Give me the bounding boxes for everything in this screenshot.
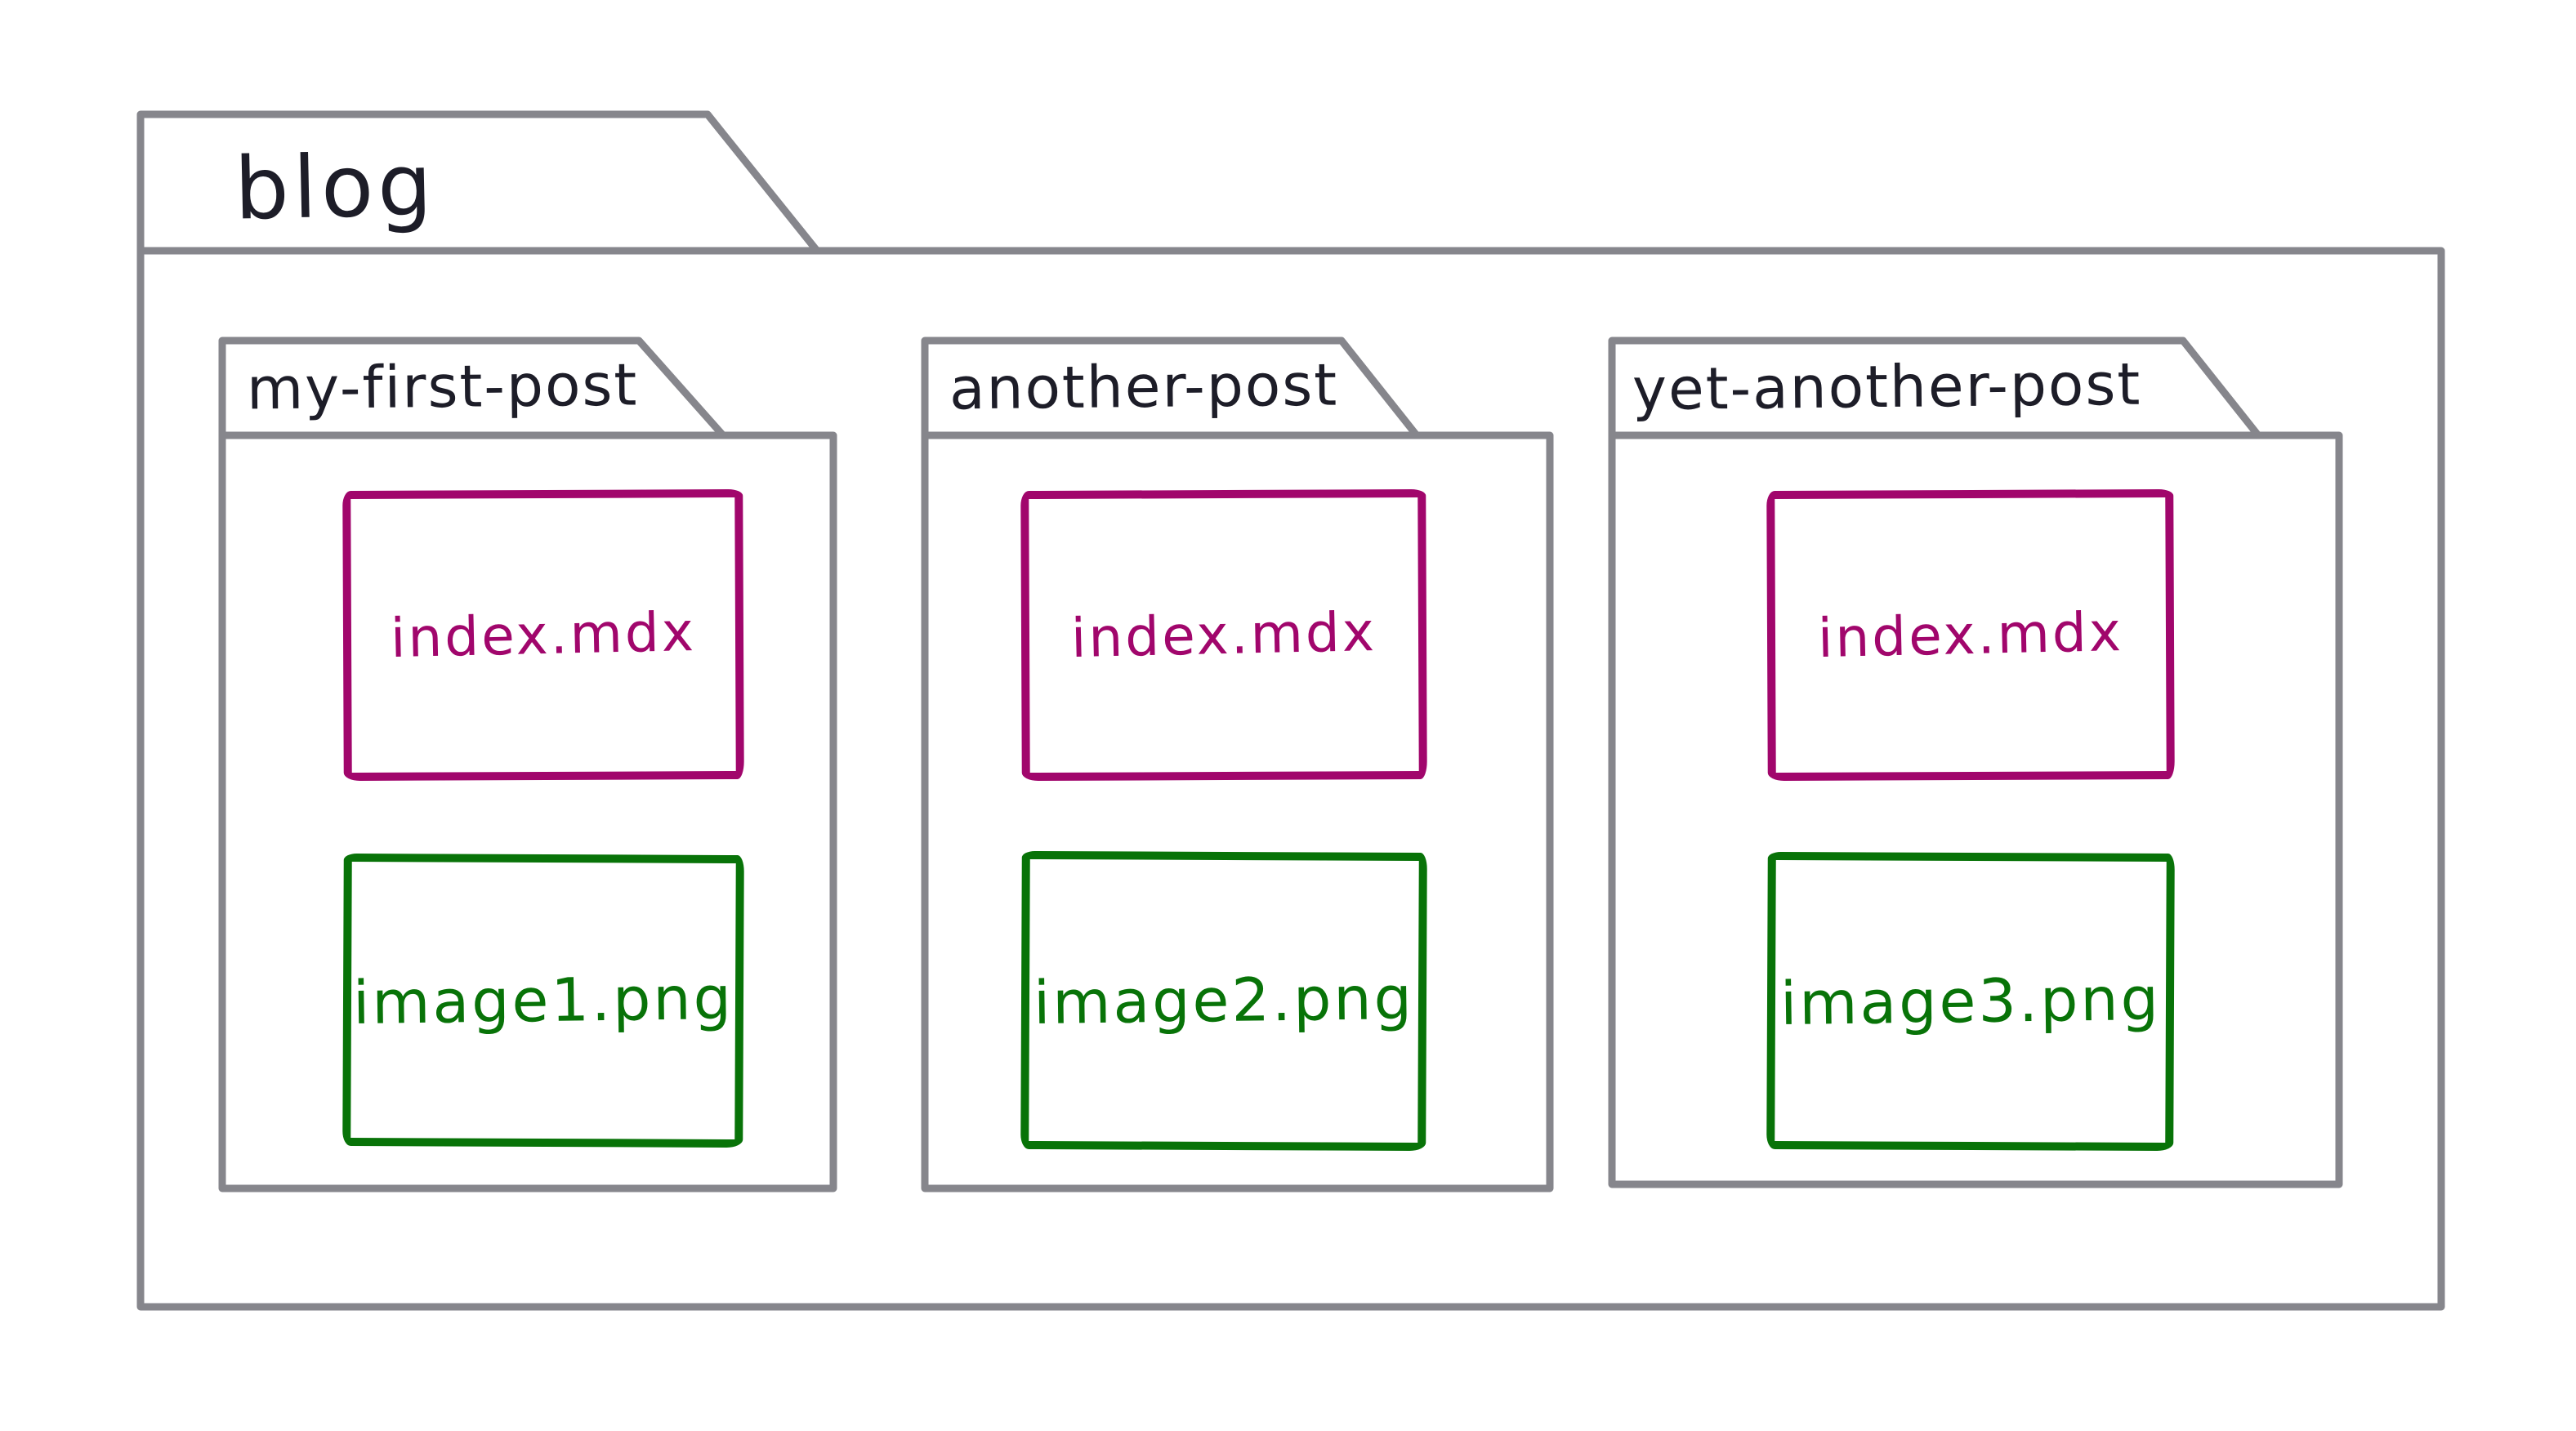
file-label: index.mdx bbox=[1817, 600, 2124, 671]
file-box-mdx: index.mdx bbox=[1020, 488, 1427, 782]
my-first-post-folder-tab bbox=[218, 337, 727, 439]
blog-folder-body bbox=[136, 247, 2445, 1311]
file-box-mdx: index.mdx bbox=[1766, 488, 2175, 782]
file-box-png: image3.png bbox=[1766, 851, 2175, 1152]
file-label: image3.png bbox=[1779, 964, 2162, 1039]
my-first-post-folder-body bbox=[218, 431, 837, 1192]
file-box-png: image1.png bbox=[342, 853, 744, 1148]
file-label: index.mdx bbox=[390, 600, 697, 671]
blog-folder-tab bbox=[136, 110, 821, 255]
folder-label-my-first-post: my-first-post bbox=[246, 350, 639, 423]
root-folder-label: blog bbox=[233, 135, 437, 239]
another-post-folder-tab bbox=[921, 337, 1421, 439]
file-box-mdx: index.mdx bbox=[342, 488, 744, 782]
yet-another-post-folder-tab bbox=[1608, 337, 2262, 439]
file-label: index.mdx bbox=[1070, 600, 1377, 671]
file-label: image2.png bbox=[1033, 963, 1415, 1039]
another-post-folder-body bbox=[921, 431, 1554, 1192]
folder-label-another-post: another-post bbox=[949, 350, 1339, 423]
file-label: image1.png bbox=[352, 963, 734, 1038]
yet-another-post-folder-body bbox=[1608, 431, 2343, 1188]
folder-label-yet-another-post: yet-another-post bbox=[1632, 350, 2142, 424]
file-box-png: image2.png bbox=[1020, 850, 1427, 1152]
